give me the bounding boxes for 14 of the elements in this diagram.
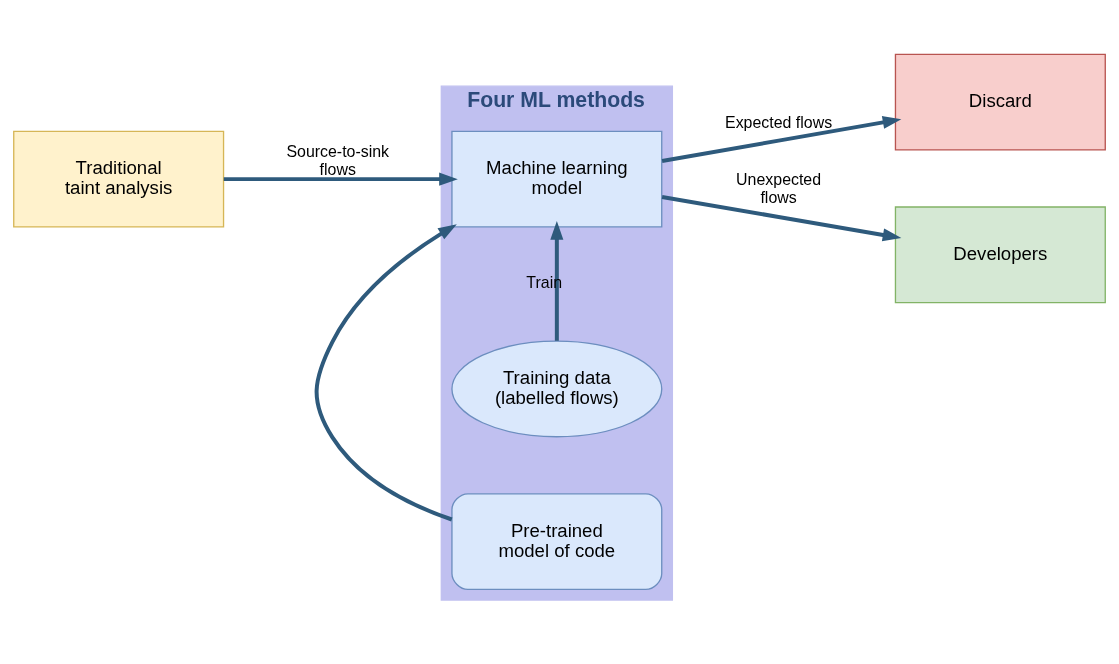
node-box: Developers bbox=[894, 205, 1106, 303]
arrow bbox=[661, 115, 902, 163]
arrow bbox=[661, 194, 902, 241]
node-box: Traditional taint analysis bbox=[13, 130, 225, 228]
node-box: Pre-trained model of code bbox=[451, 492, 663, 590]
node-box: Discard bbox=[894, 53, 1106, 151]
edge-label: Expected flows bbox=[725, 113, 833, 131]
edge-label: Source-to-sink flows bbox=[286, 142, 390, 178]
arrow bbox=[223, 172, 458, 186]
edge-label: Unexpected flows bbox=[736, 170, 822, 205]
arrow bbox=[550, 220, 564, 341]
arrow bbox=[314, 223, 457, 521]
node-ellipse: Training data (labelled flows) bbox=[451, 339, 663, 437]
node-box: Machine learning model bbox=[451, 130, 663, 228]
